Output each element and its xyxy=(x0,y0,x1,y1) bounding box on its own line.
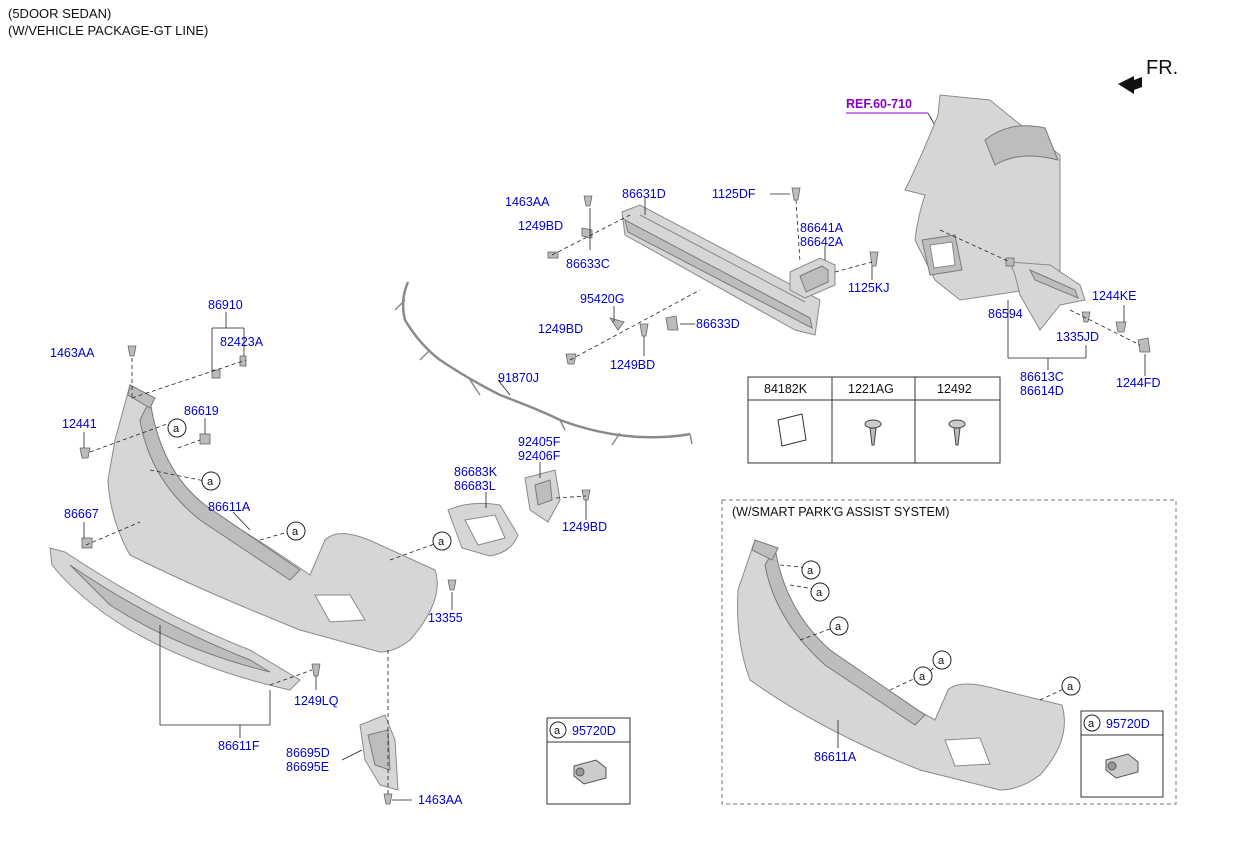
label-82423A: 82423A xyxy=(220,335,264,349)
label-92405F: 92405F xyxy=(518,435,561,449)
inset-title: (W/SMART PARK'G ASSIST SYSTEM) xyxy=(732,505,949,519)
callout-a-2: a xyxy=(207,476,214,488)
rear-bumper-cover xyxy=(107,384,438,653)
label-1463AA-left: 1463AA xyxy=(50,346,95,360)
inset-callout-a-6: a xyxy=(1067,681,1074,693)
label-1125KJ: 1125KJ xyxy=(848,281,889,295)
label-1249BD-right: 1249BD xyxy=(562,520,607,534)
callout-a-1: a xyxy=(173,423,180,435)
parking-sensor-icon xyxy=(573,759,607,785)
ref-label: REF.60-710 xyxy=(846,97,912,111)
header-vehicle-type: (5DOOR SEDAN) xyxy=(8,6,112,21)
side-bracket xyxy=(1009,261,1086,331)
header-package: (W/VEHICLE PACKAGE-GT LINE) xyxy=(8,23,209,38)
label-91870J: 91870J xyxy=(498,371,539,385)
label-1249BD-mid2: 1249BD xyxy=(610,358,655,372)
label-92406F: 92406F xyxy=(518,449,561,463)
inset-callout-a-2: a xyxy=(816,587,823,599)
label-13355: 13355 xyxy=(428,611,463,625)
label-1244FD: 1244FD xyxy=(1116,376,1160,390)
inset-callout-a-4: a xyxy=(919,671,926,683)
sensor-box-left: a 95720D xyxy=(546,717,631,805)
label-1463AA-bottom: 1463AA xyxy=(418,793,463,807)
label-86613C: 86613C xyxy=(1020,370,1064,384)
label-86695E: 86695E xyxy=(286,760,329,774)
callout-circles: a a a a xyxy=(167,418,452,551)
sensor-box-right: a 95720D xyxy=(1080,710,1164,798)
front-direction-label: FR. xyxy=(1146,57,1178,79)
label-86910: 86910 xyxy=(208,298,243,312)
inset-callout-a-5: a xyxy=(938,655,945,667)
label-12441: 12441 xyxy=(62,417,97,431)
patch-icon xyxy=(777,413,807,447)
callout-a-4: a xyxy=(438,536,445,548)
sensor-right-part: 95720D xyxy=(1106,717,1150,731)
label-86633C: 86633C xyxy=(566,257,610,271)
label-86695D: 86695D xyxy=(286,746,330,760)
wiring-harness xyxy=(394,281,693,446)
inset-callout-a-1: a xyxy=(807,565,814,577)
sensor-left-part: 95720D xyxy=(572,724,616,738)
quarter-panel xyxy=(904,94,1061,301)
label-86667: 86667 xyxy=(64,507,99,521)
label-1249BD-mid: 1249BD xyxy=(538,322,583,336)
label-86683L: 86683L xyxy=(454,479,496,493)
inset-smart-park-assist: (W/SMART PARK'G ASSIST SYSTEM) a a a a a… xyxy=(721,499,1177,805)
parking-sensor-icon xyxy=(1105,753,1139,779)
leader-lines xyxy=(83,193,1146,801)
label-1125DF: 1125DF xyxy=(712,187,756,201)
part-labels: 1463AA 1249BD 86633C 86631D 1125DF 86641… xyxy=(50,187,1160,807)
label-86683K: 86683K xyxy=(454,465,498,479)
label-1249LQ: 1249LQ xyxy=(294,694,339,708)
lower-bracket xyxy=(359,714,399,791)
reflector-cover xyxy=(447,502,519,557)
screw-icon-12492 xyxy=(948,419,966,446)
front-direction-arrow-icon xyxy=(1118,76,1142,94)
sensor-left-circle: a xyxy=(554,725,561,737)
label-86611F: 86611F xyxy=(218,739,260,753)
lower-diffuser xyxy=(49,547,301,691)
inset-callout-a-3: a xyxy=(835,621,842,633)
hardware-table: 84182K 1221AG 12492 xyxy=(747,376,1001,464)
label-1335JD: 1335JD xyxy=(1056,330,1099,344)
label-1463AA-top: 1463AA xyxy=(505,195,550,209)
label-86594: 86594 xyxy=(988,307,1023,321)
sensor-right-circle: a xyxy=(1088,718,1095,730)
label-86631D: 86631D xyxy=(622,187,666,201)
reflector-bracket xyxy=(524,469,561,523)
hardware-header-84182K: 84182K xyxy=(764,382,808,396)
label-95420G: 95420G xyxy=(580,292,624,306)
callout-a-3: a xyxy=(292,526,299,538)
label-1249BD-top: 1249BD xyxy=(518,219,563,233)
screw-icon-1221AG xyxy=(864,419,882,446)
hardware-header-12492: 12492 xyxy=(937,382,972,396)
bumper-beam xyxy=(621,204,821,336)
label-86619: 86619 xyxy=(184,404,219,418)
fastener-icons xyxy=(79,187,1151,805)
label-86614D: 86614D xyxy=(1020,384,1064,398)
label-86642A: 86642A xyxy=(800,235,844,249)
label-86633D: 86633D xyxy=(696,317,740,331)
bumper-bracket xyxy=(789,257,836,299)
label-1244KE: 1244KE xyxy=(1092,289,1136,303)
label-86641A: 86641A xyxy=(800,221,844,235)
inset-label-86611A: 86611A xyxy=(814,750,857,764)
hardware-header-1221AG: 1221AG xyxy=(848,382,894,396)
label-86611A: 86611A xyxy=(208,500,251,514)
